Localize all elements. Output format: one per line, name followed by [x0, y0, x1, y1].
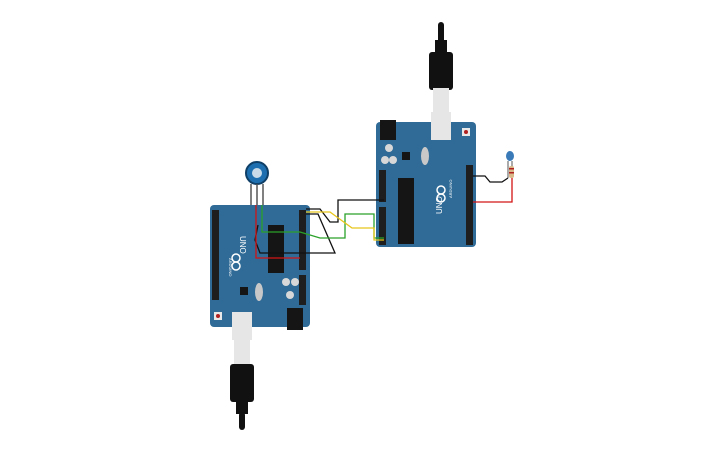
- board-1-capacitor: [286, 291, 294, 299]
- usb-1-metal: [234, 338, 250, 366]
- arduino-board-1[interactable]: UNO ARDUINO: [210, 205, 310, 340]
- usb-2-plug: [429, 52, 453, 90]
- board-1-mcu-chip: [268, 225, 284, 273]
- potentiometer[interactable]: [245, 161, 269, 205]
- led-body: [506, 151, 514, 161]
- usb-2-metal: [433, 88, 449, 114]
- wire-red-pot-board1[interactable]: [255, 205, 300, 259]
- wire-black-board2-led[interactable]: [473, 175, 509, 183]
- potentiometer-knob[interactable]: [252, 168, 262, 178]
- board-1-brand-label: ARDUINO: [228, 258, 233, 276]
- board-2-arduino-logo: [436, 185, 446, 203]
- resistor-band: [509, 168, 514, 170]
- wire-black-board1-board2[interactable]: [306, 199, 384, 223]
- board-1-left-header: [212, 210, 219, 300]
- wire-yellow-board1-board2[interactable]: [306, 211, 384, 241]
- board-2-pcb: [376, 122, 476, 247]
- board-2-model-label: UNO: [435, 196, 444, 214]
- usb-cable-2[interactable]: [429, 22, 453, 114]
- board-1-reset-dot: [216, 314, 220, 318]
- board-1-pcb: [210, 205, 310, 327]
- board-1-right-header-lower: [299, 275, 306, 305]
- board-2-small-chip: [402, 152, 410, 160]
- board-2-usb-socket: [431, 112, 451, 140]
- board-2-right-header: [466, 165, 473, 245]
- board-1-model-label: UNO: [238, 236, 247, 254]
- board-2-capacitor: [389, 156, 397, 164]
- board-1-usb-socket: [232, 312, 252, 340]
- board-2-crystal: [421, 147, 429, 165]
- wire-red-board2-resistor[interactable]: [473, 178, 513, 203]
- board-1-arduino-logo: [231, 253, 241, 271]
- usb-1-strain-relief: [236, 400, 248, 414]
- board-2-left-header-lower: [379, 207, 386, 245]
- board-2-power-jack: [380, 120, 396, 140]
- usb-2-cable: [438, 22, 444, 44]
- usb-cable-1[interactable]: [230, 338, 254, 430]
- resistor-band: [509, 172, 514, 174]
- board-1-capacitor: [291, 278, 299, 286]
- board-2-left-header: [379, 170, 386, 202]
- arduino-board-2[interactable]: UNO ARDUINO: [376, 112, 476, 247]
- usb-1-cable: [239, 412, 245, 430]
- board-2-brand-label: ARDUINO: [448, 180, 453, 198]
- board-2-capacitor: [381, 156, 389, 164]
- board-1-crystal: [255, 283, 263, 301]
- board-2-capacitor: [385, 144, 393, 152]
- board-1-small-chip: [240, 287, 248, 295]
- board-1-capacitor: [282, 278, 290, 286]
- board-2-mcu-chip: [398, 178, 414, 244]
- usb-1-plug: [230, 364, 254, 402]
- board-1-right-header: [299, 210, 306, 270]
- wires: [254, 175, 513, 259]
- board-1-power-jack: [287, 308, 303, 330]
- board-2-reset-dot: [464, 130, 468, 134]
- resistor[interactable]: [509, 166, 514, 178]
- usb-2-strain-relief: [435, 40, 447, 54]
